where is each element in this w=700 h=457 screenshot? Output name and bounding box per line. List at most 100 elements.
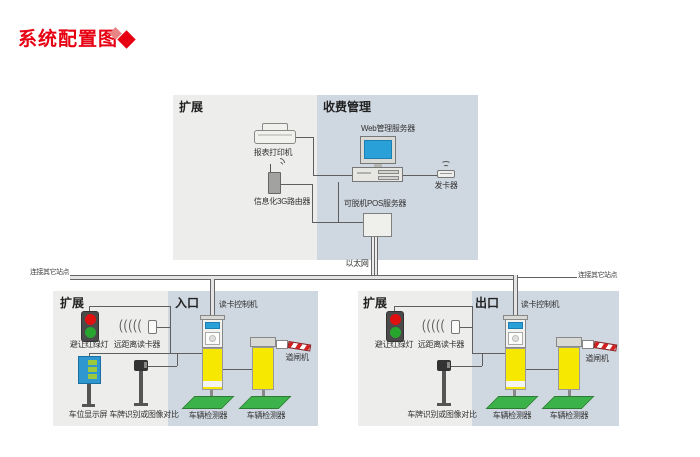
label-plate-recognition-exit: 车牌识别或图像对比 (407, 410, 477, 419)
wire-server-to-issuer (403, 175, 437, 176)
barrier-entry-body (252, 347, 274, 390)
panel-top-expand-title: 扩展 (179, 100, 204, 114)
label-router-3g: 信息化3G路由器 (253, 197, 311, 206)
label-ethernet: 以太网 (345, 259, 369, 268)
parking-display-row2 (88, 367, 97, 372)
label-detector-entry-1: 车辆检测器 (188, 411, 228, 420)
label-barrier-exit: 道闸机 (585, 354, 609, 363)
label-card-issuer: 发卡器 (434, 181, 458, 190)
reader-waves-exit-icon: ((((( (422, 318, 446, 333)
wire-entry-reader (156, 327, 170, 328)
wire-to-pos (312, 222, 363, 223)
card-controller-entry-band (203, 381, 222, 387)
card-controller-exit-band (506, 381, 525, 387)
label-link-other-left: 连接其它站点 (30, 269, 70, 276)
wire-printer-to-server (313, 175, 352, 176)
camera-entry-pole (139, 371, 143, 404)
wire-entry-main (89, 353, 202, 354)
wire-entry-barrier (223, 369, 252, 370)
panel-exit-expand-title: 扩展 (363, 296, 388, 310)
camera-exit-lens (447, 362, 450, 368)
wire-entry-camera (148, 366, 177, 367)
card-controller-exit-body (505, 348, 526, 390)
label-link-other-right: 连接其它站点 (578, 272, 618, 279)
card-controller-exit-button (512, 335, 519, 342)
card-controller-exit-screen (508, 322, 523, 329)
server-unit-slot (357, 172, 371, 174)
panel-exit-title: 出口 (475, 296, 500, 310)
label-traffic-light-exit: 避让红绿灯 (374, 340, 414, 349)
parking-display-row3 (88, 374, 97, 379)
panel-fee-management-title: 收费管理 (323, 100, 372, 114)
wire-exit-reader (459, 327, 472, 328)
wire-exit-main (472, 353, 505, 354)
label-detector-exit-2: 车辆检测器 (549, 411, 589, 420)
parking-display-base (82, 404, 95, 407)
card-issuer-icon (437, 170, 455, 178)
panel-top-expand (173, 95, 317, 260)
ethernet-bus (70, 275, 517, 280)
wire-router-drop (312, 184, 313, 222)
label-traffic-light-entry: 避让红绿灯 (69, 340, 109, 349)
wire-printer-drop (313, 137, 314, 175)
branch-pipe-exit (513, 275, 518, 318)
wire-entry-junction (170, 306, 171, 353)
reader-entry-icon (148, 320, 157, 334)
parking-display-row1 (88, 360, 97, 365)
label-detector-exit-1: 车辆检测器 (492, 411, 532, 420)
parking-display-pole (87, 384, 91, 405)
label-barrier-entry: 道闸机 (285, 353, 309, 362)
server-monitor-screen (364, 140, 392, 159)
reader-waves-entry-icon: ((((( (119, 318, 143, 333)
card-issuer-slot (440, 173, 452, 174)
card-controller-entry-button (209, 335, 216, 342)
card-controller-entry-stem (210, 390, 213, 396)
wire-entry-display (89, 353, 90, 357)
traffic-light-entry-green (85, 327, 96, 338)
printer-slot (258, 134, 292, 136)
wire-exit-light-drop (394, 306, 395, 312)
wire-exit-camera-up (482, 353, 483, 366)
camera-exit-base (437, 403, 451, 406)
router-3g-icon (268, 172, 281, 194)
barrier-exit-cap (556, 337, 582, 347)
traffic-light-exit-green (390, 327, 401, 338)
panel-entry-title: 入口 (175, 296, 200, 310)
pos-server-icon (363, 213, 392, 237)
label-pos-server: 可脱机POS服务器 (343, 199, 407, 208)
card-controller-exit-stem (513, 390, 516, 396)
barrier-exit-body (558, 347, 580, 390)
camera-entry-icon (134, 360, 148, 371)
wire-exit-light (394, 306, 472, 307)
wire-exit-barrier (526, 369, 558, 370)
traffic-light-exit-red (390, 314, 401, 325)
label-card-controller-exit: 读卡控制机 (520, 300, 560, 309)
wire-entry-light-drop (89, 306, 90, 312)
panel-exit-expand (358, 291, 472, 426)
barrier-exit-arm-base (582, 340, 594, 349)
camera-exit-icon (437, 360, 451, 371)
issuer-signal-icon (441, 161, 451, 167)
reader-exit-icon (451, 320, 460, 334)
barrier-entry-arm-base (276, 340, 288, 349)
label-reader-exit: 远距离读卡器 (417, 340, 465, 349)
label-report-printer: 报表打印机 (253, 148, 293, 157)
wire-entry-camera-up (177, 353, 178, 366)
traffic-light-entry-red (85, 314, 96, 325)
barrier-exit-stem (568, 390, 571, 396)
branch-pipe-entry (210, 279, 215, 318)
barrier-entry-cap (250, 337, 276, 347)
wire-entry-light (89, 306, 170, 307)
label-card-controller-entry: 读卡控制机 (218, 300, 258, 309)
label-web-server: Web管理服务器 (361, 124, 415, 133)
page-title: 系统配置图 (18, 29, 119, 50)
camera-entry-base (134, 403, 148, 406)
card-controller-entry-screen (205, 322, 220, 329)
server-monitor-neck (374, 164, 382, 168)
printer-body (254, 130, 296, 144)
label-detector-entry-2: 车辆检测器 (246, 411, 286, 420)
card-controller-entry-body (202, 348, 223, 390)
wire-server-down (338, 182, 339, 222)
barrier-entry-stem (262, 390, 265, 396)
